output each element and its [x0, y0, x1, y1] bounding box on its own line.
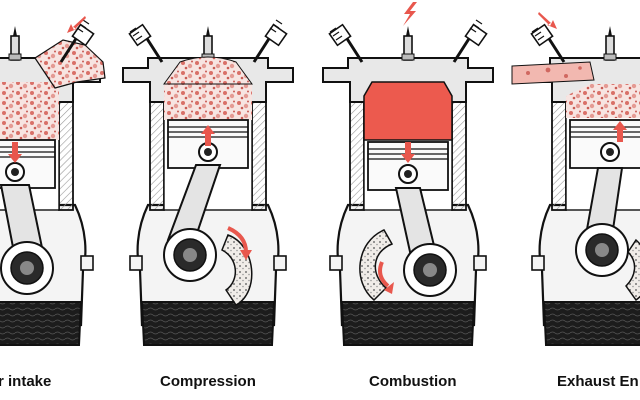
stage-label-exhaust: Exhaust En	[557, 373, 639, 390]
exhaust-engine	[523, 23, 640, 347]
crank-rotation-arrowhead-icon	[384, 282, 394, 294]
intake-engine	[0, 18, 106, 347]
combustion-engine	[321, 18, 495, 347]
exhaust-gas-plume	[511, 61, 595, 85]
stage-label-intake: r intake	[0, 373, 52, 390]
crank-rotation-arrow-icon	[227, 226, 248, 253]
spark-lightning-bolt-icon	[403, 2, 417, 26]
intake-flow-arrow-icon	[67, 16, 86, 33]
compression-engine	[121, 18, 295, 347]
exhaust-flow-arrow-icon	[538, 12, 557, 29]
stage-label-compression: Compression	[160, 373, 256, 390]
crank-rotation-arrowhead-icon	[240, 250, 252, 260]
crank-rotation-arrow-icon	[378, 261, 390, 288]
stage-label-combustion: Combustion	[369, 373, 457, 390]
